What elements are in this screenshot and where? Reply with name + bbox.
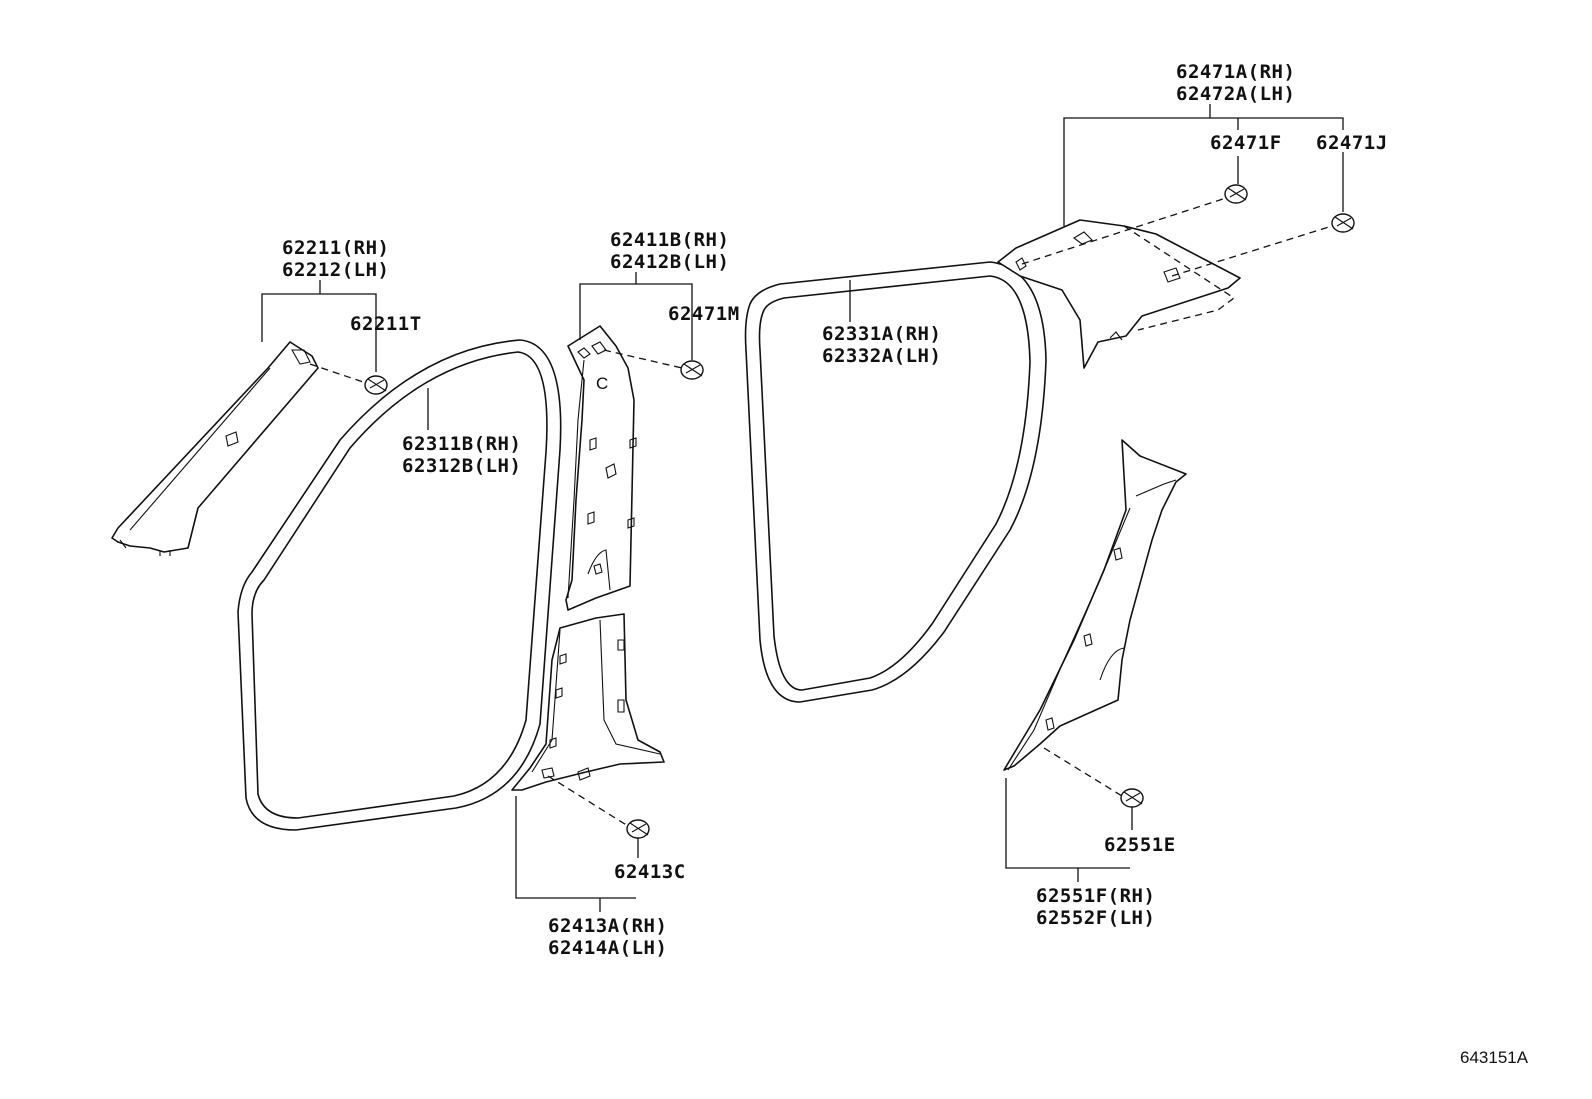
a-pillar-clip-dash bbox=[309, 363, 367, 384]
a-pillar-clip-62211T[interactable] bbox=[364, 375, 388, 395]
c-pillar-upper-label-lh: 62472A(LH) bbox=[1176, 83, 1295, 105]
c-pillar-upper-label-rh: 62471A(RH) bbox=[1176, 61, 1295, 83]
b-pillar-lower-clip-62413C[interactable] bbox=[626, 819, 650, 839]
rear-seal-label-rh: 62331A(RH) bbox=[822, 323, 941, 345]
c-pillar-clip-f-label: 62471F bbox=[1210, 132, 1282, 154]
rear-pillar-lower-label-rh: 62551F(RH) bbox=[1036, 885, 1155, 907]
b-pillar-lower-label-rh: 62413A(RH) bbox=[548, 915, 667, 937]
c-pillar-clip-62471F[interactable] bbox=[1224, 184, 1248, 204]
b-pillar-upper-clip-dash bbox=[603, 349, 683, 369]
rear-door-weatherstrip[interactable] bbox=[744, 261, 1047, 703]
b-pillar-upper-clip-label: 62471M bbox=[668, 303, 740, 325]
a-pillar-garnish[interactable] bbox=[111, 341, 319, 556]
rear-pillar-lower-bracket bbox=[1005, 778, 1130, 869]
rear-pillar-lower-garnish[interactable] bbox=[1003, 439, 1187, 771]
a-pillar-label-rh: 62211(RH) bbox=[282, 237, 389, 259]
front-seal-label-rh: 62311B(RH) bbox=[402, 433, 521, 455]
c-pillar-clip-62471J[interactable] bbox=[1331, 213, 1355, 233]
b-pillar-upper-label-lh: 62412B(LH) bbox=[610, 251, 729, 273]
rear-pillar-clip-label: 62551E bbox=[1104, 834, 1176, 856]
b-pillar-lower-bracket bbox=[515, 796, 636, 899]
a-pillar-bracket bbox=[261, 293, 377, 372]
b-pillar-lower-garnish[interactable] bbox=[511, 613, 665, 791]
rear-pillar-clip-dash bbox=[1043, 747, 1123, 797]
rear-pillar-lower-label-lh: 62552F(LH) bbox=[1036, 907, 1155, 929]
b-pillar-lower-label-lh: 62414A(LH) bbox=[548, 937, 667, 959]
b-pillar-upper-mark: C bbox=[596, 374, 608, 393]
a-pillar-clip-label: 62211T bbox=[350, 313, 422, 335]
c-pillar-clip-j-label: 62471J bbox=[1316, 132, 1388, 154]
b-pillar-upper-clip-62471M[interactable] bbox=[680, 360, 704, 380]
c-pillar-clip-j-dash bbox=[1171, 225, 1333, 277]
c-pillar-upper-bracket bbox=[1063, 117, 1344, 226]
front-seal-label-lh: 62312B(LH) bbox=[402, 455, 521, 477]
front-door-weatherstrip[interactable] bbox=[237, 339, 562, 831]
a-pillar-label-lh: 62212(LH) bbox=[282, 259, 389, 281]
rear-seal-label-lh: 62332A(LH) bbox=[822, 345, 941, 367]
b-pillar-upper-garnish[interactable] bbox=[565, 325, 637, 611]
diagram-reference-number: 643151A bbox=[1460, 1048, 1529, 1067]
b-pillar-upper-label-rh: 62411B(RH) bbox=[610, 229, 729, 251]
c-pillar-upper-outline-dash bbox=[1123, 225, 1236, 331]
b-pillar-lower-clip-dash bbox=[547, 775, 629, 827]
b-pillar-lower-clip-label: 62413C bbox=[614, 861, 686, 883]
rear-pillar-clip-62551E[interactable] bbox=[1120, 788, 1144, 808]
c-pillar-upper-garnish[interactable] bbox=[997, 219, 1241, 369]
